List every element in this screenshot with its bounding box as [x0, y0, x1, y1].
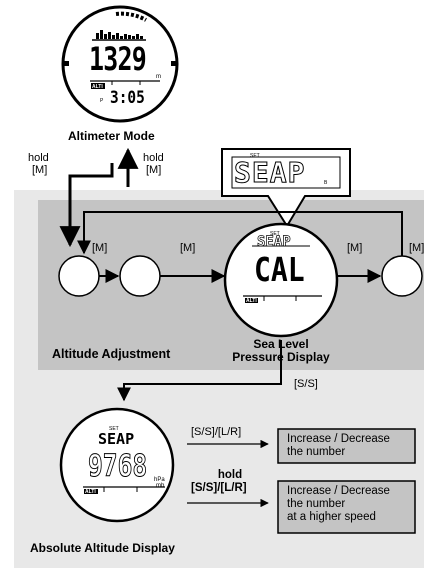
action1-box-line1: Increase / Decrease [287, 433, 390, 445]
alti-badge-bottom: ALTI [85, 489, 96, 495]
bottom-pressure-value: 9768 [88, 449, 148, 484]
alti-badge-top: ALTI [92, 84, 103, 90]
step-circle-2 [119, 255, 161, 297]
zoom-mark: B [324, 180, 328, 186]
zoom-set-label: SET [250, 153, 260, 159]
alti-badge-center: ALTI [246, 298, 257, 304]
zoom-callout [221, 148, 351, 228]
sea-level-caption-line2: Pressure Display [232, 350, 330, 364]
center-set-label: SET [270, 231, 280, 237]
altitude-adjustment-caption: Altitude Adjustment [52, 347, 171, 361]
bottom-seap-text: SEAP [98, 430, 135, 448]
action1-box-line2: the number [287, 446, 346, 458]
hold-right-line1: hold [143, 152, 164, 164]
step-circle-4 [381, 255, 423, 297]
center-watch-face [223, 222, 339, 338]
time-display: 3:05 [110, 88, 145, 108]
altitude-value: 1329 [89, 40, 147, 78]
hold-right-line2: [M] [146, 164, 162, 176]
m-label-4: [M] [409, 242, 425, 254]
m-label-1: [M] [92, 242, 108, 254]
bottom-watch-face [59, 407, 175, 523]
action1-label: [S/S]/[L/R] [191, 426, 242, 438]
ss-arrow [117, 340, 282, 402]
m-label-2: [M] [180, 242, 196, 254]
top-watch-face [61, 5, 179, 123]
hold-arrow-down [59, 163, 114, 248]
hold-left-line1: hold [28, 152, 49, 164]
altimeter-mode-caption: Altimeter Mode [68, 129, 155, 143]
p-mark: P [100, 98, 104, 104]
bottom-set-label: SET [109, 426, 119, 432]
return-arrow [77, 211, 403, 262]
absolute-altitude-caption: Absolute Altitude Display [30, 541, 175, 555]
action2-box-line1: Increase / Decrease [287, 485, 390, 497]
altitude-graph [96, 30, 143, 39]
sea-level-caption-line1: Sea Level [253, 337, 309, 351]
center-seap-text: SEAP [257, 234, 291, 250]
action2-label-line2: [S/S]/[L/R] [191, 482, 247, 494]
zoom-seap-text: SEAP [233, 156, 306, 189]
m-label-3: [M] [347, 242, 363, 254]
action2-box-line3: at a higher speed [287, 511, 376, 523]
unit-hpa: hPa [154, 477, 165, 483]
altitude-unit: m [156, 74, 161, 80]
step-circle-1 [58, 255, 100, 297]
action2-label-line1: hold [217, 469, 243, 481]
center-cal-text: CAL [254, 250, 305, 289]
unit-mb: mb [156, 483, 165, 489]
action-box-2 [277, 480, 416, 534]
ss-label: [S/S] [294, 378, 318, 390]
action-box-1 [277, 428, 416, 464]
hold-left-line2: [M] [32, 164, 48, 176]
action2-box-line2: the number [287, 498, 346, 510]
